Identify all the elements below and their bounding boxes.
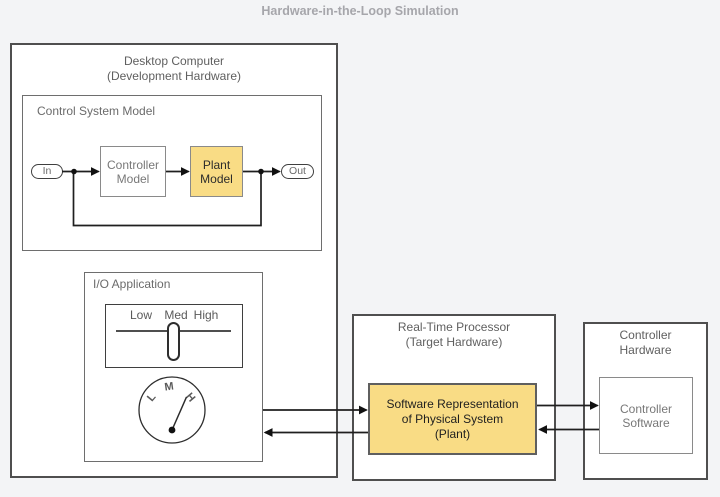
slider-label-high: High [193,308,219,322]
out-port: Out [281,164,314,179]
diagram-title: Hardware-in-the-Loop Simulation [261,4,459,18]
desktop-computer-title: Desktop Computer (Development Hardware) [106,54,242,83]
realtime-processor-title: Real-Time Processor (Target Hardware) [397,320,511,349]
slider-panel: Low Med High [105,304,243,368]
slider-label-low: Low [129,308,152,322]
control-system-model-label: Control System Model [37,104,156,118]
controller-model-block: Controller Model [100,146,166,197]
slider-label-med: Med [164,308,188,322]
io-application-label: I/O Application [93,277,171,291]
controller-hardware-title: Controller Hardware [619,328,672,357]
software-representation-block: Software Representation of Physical Syst… [368,383,537,455]
slider-knob [167,322,180,361]
control-system-model-box [22,95,322,251]
controller-software-block: Controller Software [599,377,693,454]
in-port: In [31,164,63,179]
plant-model-block: Plant Model [190,146,243,197]
